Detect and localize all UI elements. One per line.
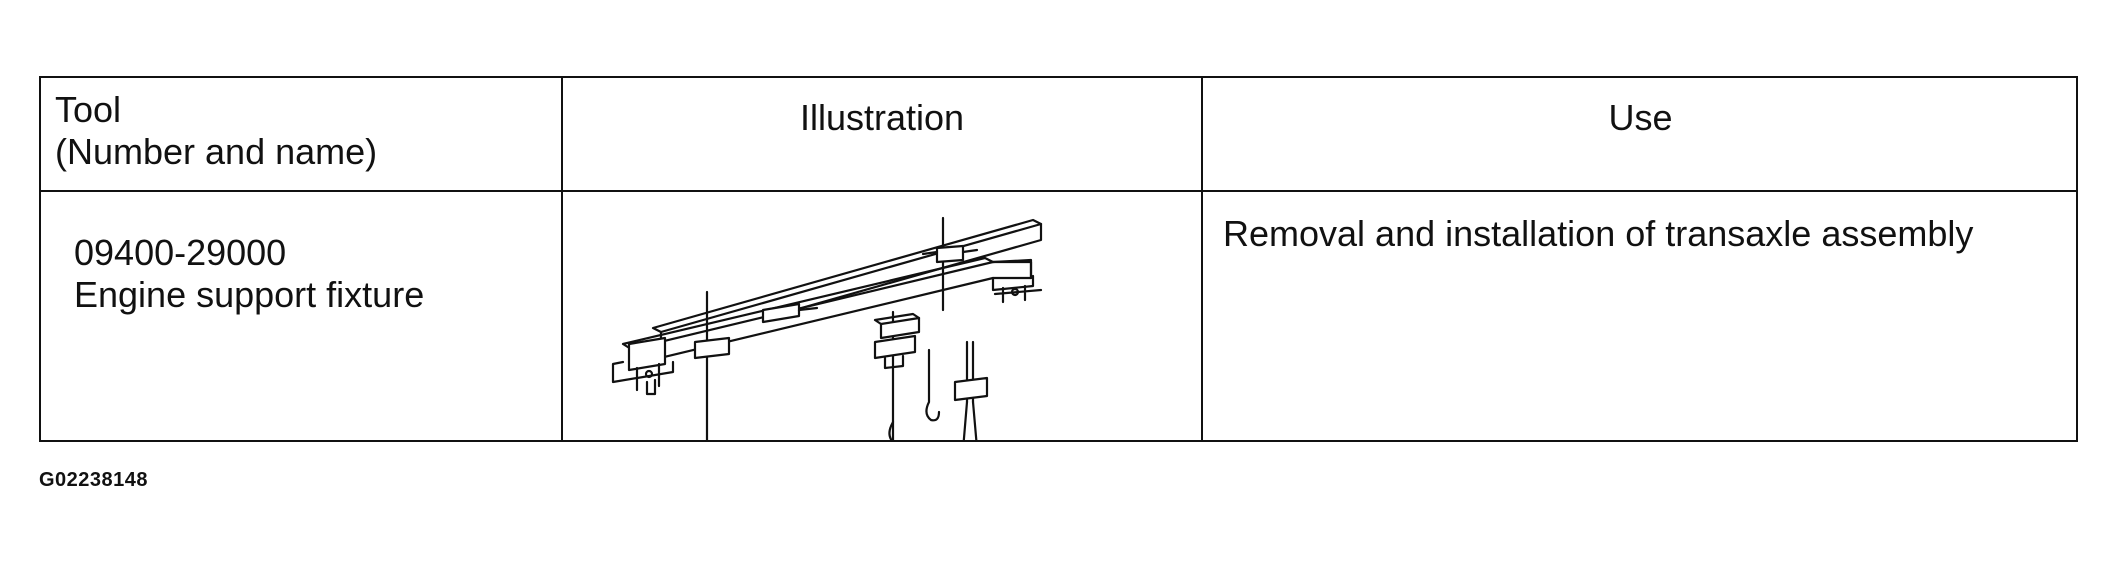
header-illustration-label: Illustration <box>799 97 965 138</box>
illustration-cell <box>563 192 1203 442</box>
table-row: 09400-29000 Engine support fixture <box>41 192 2076 442</box>
header-use-label: Use <box>1608 97 1673 138</box>
header-tool-cell: Tool (Number and name) <box>41 78 563 190</box>
tool-name: Engine support fixture <box>74 274 425 315</box>
tool-cell: 09400-29000 Engine support fixture <box>41 192 563 442</box>
tool-identity: 09400-29000 Engine support fixture <box>74 232 424 316</box>
use-cell: Removal and installation of transaxle as… <box>1203 192 2078 442</box>
header-tool-line2: (Number and name) <box>55 131 378 172</box>
header-use-cell: Use <box>1203 78 2078 190</box>
engine-support-fixture-icon <box>563 192 1203 442</box>
header-tool-line1: Tool <box>55 89 122 130</box>
table-header-row: Tool (Number and name) Illustration Use <box>41 78 2076 192</box>
figure-code: G02238148 <box>39 469 149 491</box>
header-tool-label: Tool (Number and name) <box>55 89 377 173</box>
tool-number: 09400-29000 <box>74 232 287 273</box>
tool-use-description: Removal and installation of transaxle as… <box>1223 213 1974 254</box>
special-tool-table: Tool (Number and name) Illustration Use … <box>39 76 2078 442</box>
header-illustration-cell: Illustration <box>563 78 1203 190</box>
